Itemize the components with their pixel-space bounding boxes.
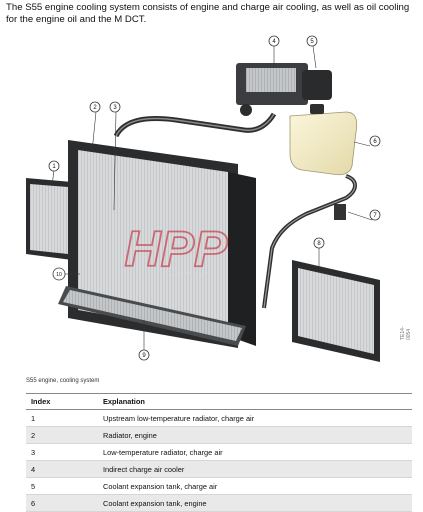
row-index: 6	[26, 494, 98, 512]
svg-text:8: 8	[317, 241, 321, 247]
upstream-low-temp-radiator	[26, 178, 72, 260]
bottom-radiator	[58, 286, 246, 346]
watermark-logo: HPP HIGH PERFORMANCE PARTS	[124, 220, 229, 278]
svg-text:7: 7	[373, 213, 377, 219]
row-explanation: Radiator, engine	[98, 426, 412, 444]
row-explanation: Indirect charge air cooler	[98, 460, 412, 478]
cooling-system-figure: HPP HIGH PERFORMANCE PARTS 1 2 3 4 5 6 7…	[6, 28, 418, 378]
callout-8: 8	[313, 237, 325, 249]
svg-text:10: 10	[56, 272, 62, 278]
intro-text: The S55 engine cooling system consists o…	[6, 2, 410, 25]
svg-text:5: 5	[310, 39, 314, 45]
cooling-system-illustration: HPP HIGH PERFORMANCE PARTS 1 2 3 4 5 6 7…	[26, 35, 381, 362]
table-row: 3 Low-temperature radiator, charge air	[26, 443, 412, 461]
legend-table: Index Explanation 1 Upstream low-tempera…	[26, 393, 412, 512]
right-low-temp-radiator	[292, 260, 380, 362]
row-explanation: Coolant expansion tank, engine	[98, 494, 412, 512]
callout-5: 5	[306, 35, 318, 47]
upper-hose	[113, 112, 277, 138]
callout-2: 2	[89, 101, 101, 113]
row-explanation: Low-temperature radiator, charge air	[98, 443, 412, 461]
figure-code: TE14-0054	[400, 326, 412, 340]
table-row: 6 Coolant expansion tank, engine	[26, 494, 412, 512]
callout-1: 1	[48, 160, 60, 172]
row-index: 1	[26, 409, 98, 427]
watermark-logo-text: HPP	[125, 221, 228, 277]
figure-caption: S55 engine, cooling system	[26, 378, 100, 384]
table-row: 5 Coolant expansion tank, charge air	[26, 477, 412, 495]
svg-text:2: 2	[93, 105, 97, 111]
watermark-tagline: HIGH PERFORMANCE PARTS	[130, 271, 222, 278]
table-header-row: Index Explanation	[26, 393, 412, 410]
coolant-expansion-tank-engine	[289, 104, 358, 176]
callout-3: 3	[109, 101, 121, 113]
callout-4: 4	[268, 35, 280, 47]
callout-7: 7	[369, 209, 381, 221]
header-index: Index	[26, 393, 98, 410]
row-index: 2	[26, 426, 98, 444]
svg-text:4: 4	[272, 39, 276, 45]
row-index: 5	[26, 477, 98, 495]
callout-9: 9	[138, 349, 150, 361]
table-row: 1 Upstream low-temperature radiator, cha…	[26, 409, 412, 427]
callout-10: 10	[52, 267, 66, 281]
row-explanation: Upstream low-temperature radiator, charg…	[98, 409, 412, 427]
header-explanation: Explanation	[98, 393, 412, 410]
callout-6: 6	[369, 135, 381, 147]
svg-text:1: 1	[52, 164, 56, 170]
row-index: 3	[26, 443, 98, 461]
table-row: 4 Indirect charge air cooler	[26, 460, 412, 478]
indirect-charge-air-cooler	[236, 63, 332, 116]
row-explanation: Coolant expansion tank, charge air	[98, 477, 412, 495]
row-index: 4	[26, 460, 98, 478]
table-row: 2 Radiator, engine	[26, 426, 412, 444]
svg-text:3: 3	[113, 105, 117, 111]
svg-text:6: 6	[373, 139, 377, 145]
svg-text:9: 9	[142, 353, 146, 359]
